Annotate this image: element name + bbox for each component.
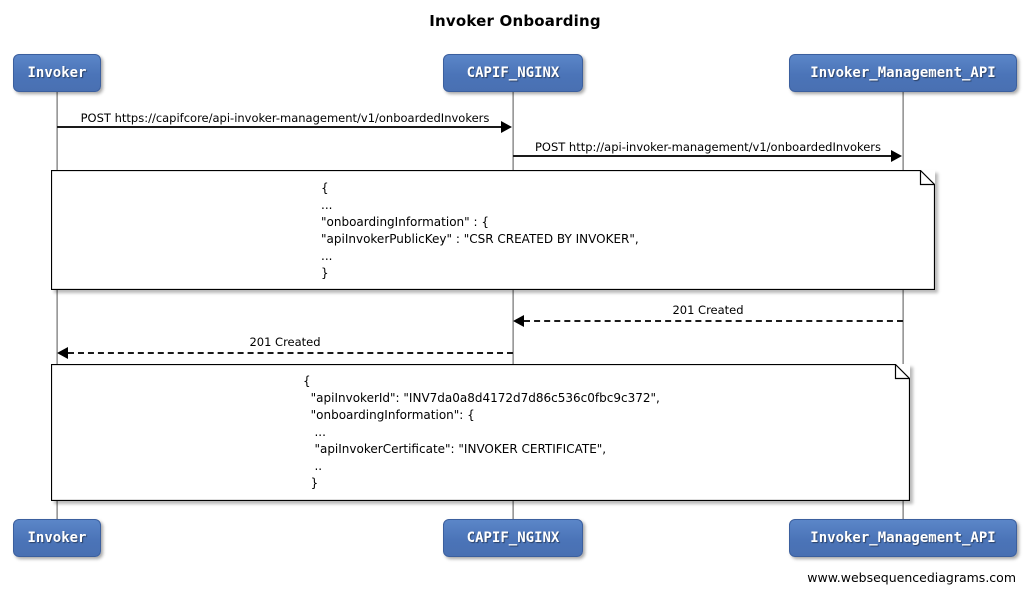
participant-capif-nginx-top-label: CAPIF_NGINX bbox=[466, 65, 560, 81]
note-line: "apiInvokerCertificate": "INVOKER CERTIF… bbox=[303, 442, 607, 456]
message-line-2 bbox=[513, 155, 893, 157]
message-label-4: 201 Created bbox=[249, 335, 321, 349]
note-line: } bbox=[303, 476, 319, 490]
participant-invoker-top[interactable]: Invoker bbox=[13, 54, 101, 92]
message-line-1 bbox=[57, 126, 503, 128]
note-line: { bbox=[303, 374, 311, 388]
footer-watermark: www.websequencediagrams.com bbox=[807, 570, 1016, 585]
note-response-payload-body: { "apiInvokerId": "INV7da0a8d4172d7d86c5… bbox=[51, 364, 910, 501]
message-label-1: POST https://capifcore/api-invoker-manag… bbox=[80, 111, 490, 125]
participant-invoker-management-api-bottom-label: Invoker_Management_API bbox=[810, 530, 996, 546]
diagram-title: Invoker Onboarding bbox=[429, 12, 601, 30]
participant-invoker-top-label: Invoker bbox=[27, 65, 87, 81]
note-request-payload-body: { ... "onboardingInformation" : { "apiIn… bbox=[51, 170, 935, 290]
participant-invoker-management-api-bottom[interactable]: Invoker_Management_API bbox=[789, 519, 1017, 557]
note-line: "apiInvokerId": "INV7da0a8d4172d7d86c536… bbox=[303, 391, 660, 405]
note-line: { bbox=[321, 181, 329, 195]
participant-capif-nginx-top[interactable]: CAPIF_NGINX bbox=[443, 54, 583, 92]
participant-invoker-bottom[interactable]: Invoker bbox=[13, 519, 101, 557]
message-label-2: POST http://api-invoker-management/v1/on… bbox=[534, 140, 882, 154]
note-request-payload-shape bbox=[51, 170, 935, 290]
lifeline-invoker bbox=[56, 92, 58, 519]
message-label-3: 201 Created bbox=[672, 303, 744, 317]
participant-invoker-bottom-label: Invoker bbox=[27, 530, 87, 546]
message-line-4 bbox=[68, 352, 513, 354]
note-line: ... bbox=[321, 249, 333, 263]
message-arrowhead-4 bbox=[57, 347, 68, 359]
participant-invoker-management-api-top[interactable]: Invoker_Management_API bbox=[789, 54, 1017, 92]
note-line: } bbox=[321, 266, 329, 280]
lifeline-capif-nginx bbox=[512, 92, 514, 519]
note-response-payload-shape bbox=[51, 364, 910, 501]
participant-invoker-management-api-top-label: Invoker_Management_API bbox=[810, 65, 996, 81]
message-arrowhead-2 bbox=[891, 150, 902, 162]
note-line: .. bbox=[303, 459, 323, 473]
note-line: "onboardingInformation": { bbox=[303, 408, 475, 422]
note-line: ... bbox=[321, 198, 333, 212]
note-line: "apiInvokerPublicKey" : "CSR CREATED BY … bbox=[321, 232, 639, 246]
message-arrowhead-1 bbox=[501, 121, 512, 133]
note-request-payload: { ... "onboardingInformation" : { "apiIn… bbox=[51, 170, 935, 290]
lifeline-invoker-management-api bbox=[902, 92, 904, 519]
message-line-3 bbox=[524, 320, 903, 322]
participant-capif-nginx-bottom-label: CAPIF_NGINX bbox=[466, 530, 560, 546]
message-arrowhead-3 bbox=[513, 315, 524, 327]
note-line: ... bbox=[303, 425, 326, 439]
note-line: "onboardingInformation" : { bbox=[321, 215, 489, 229]
participant-capif-nginx-bottom[interactable]: CAPIF_NGINX bbox=[443, 519, 583, 557]
note-response-payload: { "apiInvokerId": "INV7da0a8d4172d7d86c5… bbox=[51, 364, 910, 501]
